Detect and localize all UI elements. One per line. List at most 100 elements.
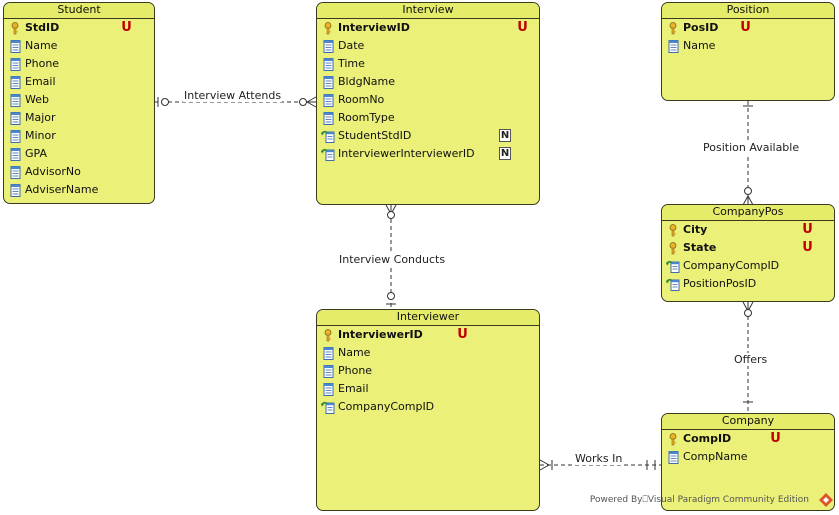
column-name: PositionPosID — [683, 277, 757, 290]
column-name: Minor — [25, 129, 56, 142]
column-icon — [10, 76, 21, 89]
column-icon — [10, 148, 21, 161]
conducts-interviewer-circle — [387, 292, 395, 300]
column-name: BldgName — [338, 75, 396, 88]
column-name: Name — [25, 39, 58, 52]
column-name: InterviewerID — [338, 328, 423, 341]
unique-flag-icon: U — [517, 20, 528, 35]
conducts-interview-circle — [387, 211, 395, 219]
entity-column[interactable]: InterviewID U — [317, 19, 539, 37]
foreign-key-icon — [666, 278, 680, 291]
column-icon — [323, 76, 334, 89]
unique-flag-icon: U — [121, 20, 132, 35]
unique-flag-icon: U — [802, 240, 813, 255]
entity-position[interactable]: Position PosID U Name — [661, 2, 835, 101]
attends-student-circle — [161, 98, 169, 106]
entity-column[interactable]: InterviewerInterviewerID N — [317, 145, 539, 163]
rel-label-position-available: Position Available — [702, 141, 801, 154]
column-name: CompanyCompID — [683, 259, 780, 272]
column-icon — [323, 94, 334, 107]
entity-column[interactable]: CompanyCompID — [317, 398, 539, 416]
column-name: Phone — [338, 364, 373, 377]
unique-flag-icon: U — [740, 20, 751, 35]
column-icon — [323, 58, 334, 71]
nullable-flag-icon: N — [499, 147, 511, 160]
entity-column[interactable]: Time — [317, 55, 539, 73]
column-name: Email — [25, 75, 56, 88]
entity-title: Interview — [317, 3, 539, 19]
foreign-key-icon — [666, 260, 680, 273]
column-icon — [323, 365, 334, 378]
column-name: Time — [338, 57, 365, 70]
visual-paradigm-logo-icon — [819, 493, 833, 507]
entity-column[interactable]: PosID U — [662, 19, 834, 37]
offers-companypos-crowfoot — [742, 301, 754, 312]
column-icon — [10, 58, 21, 71]
attends-interview-crowfoot — [306, 96, 317, 108]
column-name: RoomNo — [338, 93, 385, 106]
column-name: RoomType — [338, 111, 395, 124]
entity-column[interactable]: Web — [4, 91, 154, 109]
primary-key-icon — [669, 22, 677, 35]
entity-column[interactable]: BldgName — [317, 73, 539, 91]
column-name: Phone — [25, 57, 60, 70]
nullable-flag-icon: N — [499, 129, 511, 142]
entity-column[interactable]: Email — [317, 380, 539, 398]
primary-key-icon — [669, 242, 677, 255]
column-name: Name — [683, 39, 716, 52]
entity-title: Position — [662, 3, 834, 19]
rel-label-works-in: Works In — [574, 452, 624, 465]
offers-companypos-circle — [744, 309, 752, 317]
column-icon — [10, 94, 21, 107]
entity-column[interactable]: AdvisorNo — [4, 163, 154, 181]
column-name: AdviserName — [25, 183, 99, 196]
primary-key-icon — [324, 22, 332, 35]
entity-column[interactable]: Phone — [4, 55, 154, 73]
conducts-interview-crowfoot — [385, 204, 397, 215]
column-name: Web — [25, 93, 49, 106]
column-name: PosID — [683, 21, 719, 34]
entity-column[interactable]: PositionPosID — [662, 275, 834, 293]
unique-flag-icon: U — [770, 431, 781, 446]
unique-flag-icon: U — [802, 222, 813, 237]
entity-column[interactable]: Minor — [4, 127, 154, 145]
entity-column[interactable]: GPA — [4, 145, 154, 163]
column-icon — [668, 451, 679, 464]
column-name: StdID — [25, 21, 60, 34]
rel-label-offers: Offers — [733, 353, 769, 366]
entity-column[interactable]: CompanyCompID — [662, 257, 834, 275]
entity-title: Interviewer — [317, 310, 539, 326]
entity-column[interactable]: StdID U — [4, 19, 154, 37]
entity-column[interactable]: Phone — [317, 362, 539, 380]
available-companypos-circle — [744, 187, 752, 195]
entity-column[interactable]: Date — [317, 37, 539, 55]
entity-title: CompanyPos — [662, 205, 834, 221]
column-icon — [323, 112, 334, 125]
column-name: InterviewID — [338, 21, 410, 34]
entity-column[interactable]: Name — [317, 344, 539, 362]
rel-label-interview-attends: Interview Attends — [183, 89, 283, 102]
entity-column[interactable]: AdviserName — [4, 181, 154, 199]
entity-title: Student — [4, 3, 154, 19]
entity-column[interactable]: RoomNo — [317, 91, 539, 109]
footer-credit: Powered By⎕Visual Paradigm Community Edi… — [589, 495, 809, 505]
column-icon — [10, 166, 21, 179]
entity-column[interactable]: RoomType — [317, 109, 539, 127]
entity-column[interactable]: Email — [4, 73, 154, 91]
column-name: InterviewerInterviewerID — [338, 147, 475, 160]
entity-column[interactable]: Major — [4, 109, 154, 127]
column-name: Name — [338, 346, 371, 359]
entity-column[interactable]: Name — [4, 37, 154, 55]
entity-column[interactable]: Name — [662, 37, 834, 55]
entity-column[interactable]: CompName — [662, 448, 834, 466]
